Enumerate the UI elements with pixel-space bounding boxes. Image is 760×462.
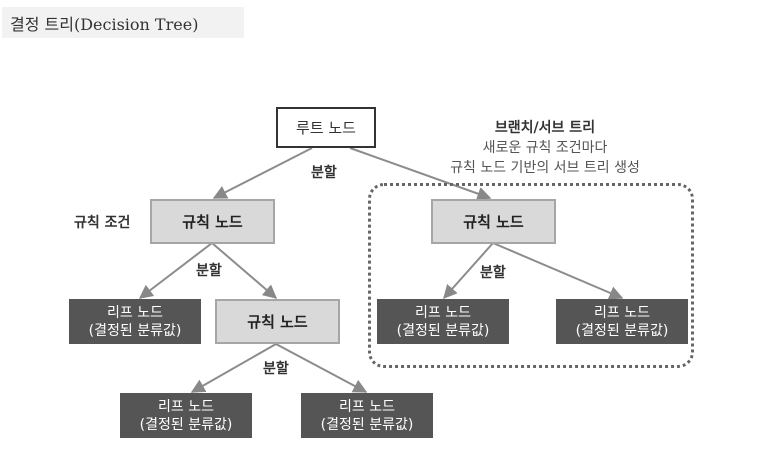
- leaf-node-2b-line1: 리프 노드: [339, 398, 395, 415]
- leaf-node-1-line2: (결정된 분류값): [88, 322, 182, 339]
- leaf-node-1: 리프 노드 (결정된 분류값): [69, 299, 201, 344]
- split-label-rule2: 분할: [263, 361, 289, 377]
- leaf-node-2b: 리프 노드 (결정된 분류값): [301, 393, 433, 438]
- rule-node-2: 규칙 노드: [215, 299, 340, 344]
- edge-rule3-leaf-right: [492, 242, 624, 300]
- split-label-root: 분할: [311, 165, 337, 181]
- title-bar: 결정 트리(Decision Tree): [2, 7, 244, 38]
- edge-rule2-leaf-right: [275, 343, 368, 393]
- split-label-rule1: 분할: [196, 263, 222, 279]
- branch-line2: 규칙 노드 기반의 서브 트리 생성: [450, 160, 640, 176]
- edge-root-right: [349, 147, 492, 201]
- leaf-node-2a-line1: 리프 노드: [158, 398, 214, 415]
- leaf-node-3-line2: (결정된 분류값): [396, 322, 490, 339]
- leaf-node-4-line2: (결정된 분류값): [575, 322, 669, 339]
- leaf-node-2a-line2: (결정된 분류값): [139, 416, 233, 433]
- split-label-rule3: 분할: [480, 265, 506, 281]
- leaf-node-3-line1: 리프 노드: [415, 304, 471, 321]
- edge-rule3-leaf-left: [443, 242, 494, 300]
- edge-rule1-leaf: [138, 242, 213, 299]
- rule-node-3: 규칙 노드: [431, 199, 556, 244]
- edge-rule1-rule2: [211, 242, 278, 299]
- rule-node-1: 규칙 노드: [150, 199, 275, 244]
- subtree-dotted-box: [368, 183, 694, 368]
- root-node: 루트 노드: [276, 107, 376, 148]
- rule-condition-label: 규칙 조건: [74, 215, 131, 231]
- leaf-node-2a: 리프 노드 (결정된 분류값): [120, 393, 252, 438]
- page-title: 결정 트리(Decision Tree): [10, 15, 199, 34]
- leaf-node-1-line1: 리프 노드: [107, 304, 163, 321]
- leaf-node-2b-line2: (결정된 분류값): [320, 416, 414, 433]
- rule-node-1-label: 규칙 노드: [182, 213, 243, 231]
- edge-root-left: [212, 147, 313, 199]
- branch-description: 브랜치/서브 트리 새로운 규칙 조건마다 규칙 노드 기반의 서브 트리 생성: [410, 118, 680, 178]
- leaf-node-4-line1: 리프 노드: [594, 304, 650, 321]
- root-node-label: 루트 노드: [296, 119, 356, 137]
- branch-line1: 새로운 규칙 조건마다: [482, 140, 608, 156]
- rule-node-3-label: 규칙 노드: [463, 213, 524, 231]
- leaf-node-4: 리프 노드 (결정된 분류값): [556, 299, 688, 344]
- rule-node-2-label: 규칙 노드: [247, 313, 308, 331]
- edge-rule2-leaf-left: [190, 343, 277, 393]
- branch-title: 브랜치/서브 트리: [494, 120, 596, 136]
- leaf-node-3: 리프 노드 (결정된 분류값): [377, 299, 509, 344]
